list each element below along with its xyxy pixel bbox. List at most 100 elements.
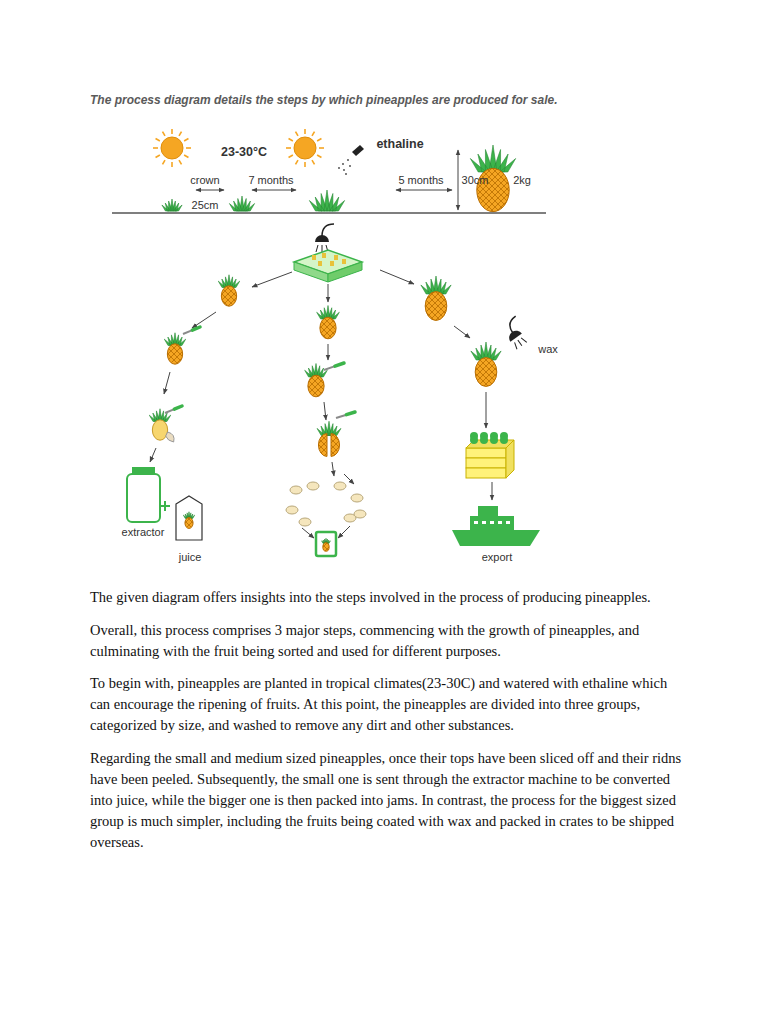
fruit-slice [290, 486, 302, 494]
sun-disc [161, 137, 183, 159]
knife [183, 327, 200, 334]
small-fruit [312, 255, 316, 260]
arrow [344, 474, 354, 484]
crate [466, 458, 506, 468]
plant [309, 190, 344, 211]
sun-ray [304, 162, 306, 167]
sun-ray [317, 155, 321, 158]
water-drop [521, 337, 527, 344]
deck [470, 516, 514, 530]
title: The process diagram details the steps by… [90, 93, 557, 107]
pipe [506, 316, 523, 333]
sun-ray [312, 160, 315, 164]
fruit [221, 286, 236, 306]
essay-paragraph: To begin with, pineapples are planted in… [90, 673, 690, 736]
spray [343, 169, 345, 171]
essay-paragraph: Overall, this process comprises 3 major … [90, 620, 690, 662]
crate [466, 448, 506, 458]
arrow [332, 462, 334, 476]
sun-ray [317, 139, 321, 142]
crate-side [466, 440, 514, 478]
peeled-fruit [152, 420, 167, 440]
sun-ray [286, 147, 291, 149]
knife [336, 412, 355, 418]
sprayer [338, 145, 364, 175]
handle [192, 327, 200, 330]
water-drop [316, 245, 318, 252]
arrow [192, 312, 216, 328]
handle [174, 406, 182, 409]
sun-ray [153, 147, 158, 149]
sun-ray [296, 132, 299, 136]
diagram-label: juice [170, 551, 210, 563]
handle [335, 363, 344, 366]
window [498, 521, 502, 524]
fruit-slice [286, 506, 298, 514]
sun-ray [296, 160, 299, 164]
sprig [160, 501, 170, 511]
arrow [454, 326, 470, 338]
pineapple [218, 275, 239, 306]
knife [324, 363, 344, 370]
pineapple [317, 421, 341, 456]
crates [466, 432, 514, 478]
can-body [316, 532, 336, 556]
sun-ray [319, 147, 324, 149]
diagram-label: 5 months [391, 174, 451, 186]
arrow [302, 528, 314, 538]
nozzle [352, 145, 364, 156]
sun-ray [179, 160, 182, 164]
pineapple [322, 538, 331, 551]
plant [162, 199, 182, 211]
sun-ray [163, 160, 166, 164]
small-fruit [322, 253, 326, 258]
diagram-label: 30cm [455, 174, 495, 186]
spray [342, 163, 344, 165]
jam-can [316, 532, 336, 556]
spray [338, 167, 340, 169]
plant [229, 196, 254, 211]
arrow [492, 482, 493, 500]
jar-body [127, 474, 160, 522]
fruit [425, 292, 447, 321]
sun-ray [156, 155, 160, 158]
window [474, 521, 478, 524]
pineapple [421, 276, 451, 320]
crate-leaves [500, 436, 508, 444]
arrow [396, 190, 452, 191]
sun-ray [312, 132, 315, 136]
diagram-label: crown [180, 174, 230, 186]
pipe [322, 224, 334, 236]
arrow [324, 402, 326, 420]
pineapple [305, 364, 328, 397]
fruit-slice [354, 510, 366, 518]
pineapple [149, 409, 174, 442]
arrow [328, 344, 329, 360]
jar-lid [132, 467, 155, 474]
ground-line [112, 212, 546, 214]
spray [345, 173, 347, 175]
sun-ray [156, 139, 160, 142]
fruit-slice [351, 494, 363, 502]
shower-head [500, 316, 532, 350]
crate-leaves [470, 436, 478, 444]
small-fruit [342, 259, 346, 264]
sun-ray [179, 132, 182, 136]
fruit [323, 543, 329, 551]
peel [166, 432, 174, 442]
essay-paragraph: Regarding the small and medium sized pin… [90, 748, 690, 853]
water-drop [518, 340, 522, 346]
window [490, 521, 494, 524]
crate-leaves [480, 436, 488, 444]
diagram-label: wax [530, 343, 566, 355]
water-drop [513, 342, 519, 349]
nozzle [506, 328, 521, 342]
essay-paragraph: The given diagram offers insights into t… [90, 587, 690, 608]
fruit [320, 317, 336, 339]
extractor-jar [127, 467, 170, 522]
sun-ray [184, 139, 188, 142]
bridge [478, 506, 498, 516]
pineapple [317, 306, 340, 339]
crate [466, 468, 506, 478]
